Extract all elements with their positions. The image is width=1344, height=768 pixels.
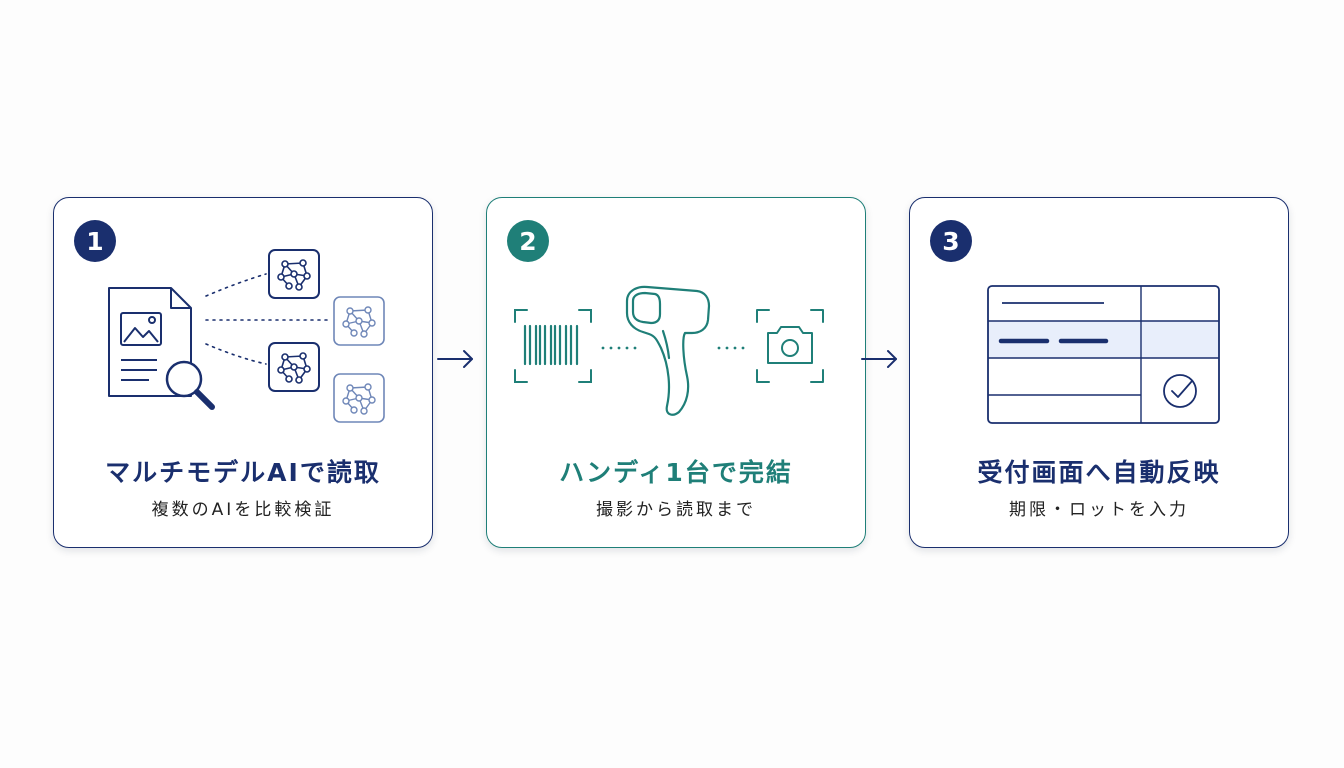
handheld-scan-illustration (514, 285, 824, 416)
step-number-badge: 3 (930, 220, 972, 262)
form-screen-icon (987, 285, 1220, 424)
step-subtitle: 期限・ロットを入力 (1009, 500, 1189, 520)
auto-fill-illustration (987, 285, 1220, 424)
document-image-icon (108, 287, 192, 397)
step-title: マルチモデルAIで読取 (105, 458, 381, 487)
arrow-right-icon (437, 350, 473, 368)
network-node-icon (268, 249, 320, 299)
step-number-badge: 1 (74, 220, 116, 262)
step-card-2: 2 (486, 197, 866, 548)
arrow-right-icon (861, 350, 897, 368)
network-node-icon (268, 342, 320, 392)
network-node-icon (333, 373, 385, 423)
step-subtitle: 複数のAIを比較検証 (151, 500, 335, 520)
check-circle-icon (1163, 374, 1197, 408)
camera-icon (756, 309, 824, 383)
handheld-scanner-icon (625, 285, 711, 416)
step-subtitle: 撮影から読取まで (596, 500, 756, 520)
ai-reading-illustration (108, 249, 385, 423)
magnifier-icon (165, 360, 215, 410)
barcode-icon (514, 309, 592, 383)
step-number-badge: 2 (507, 220, 549, 262)
step-title: ハンディ1台で完結 (559, 458, 793, 487)
step-title: 受付画面へ自動反映 (977, 458, 1221, 487)
network-node-icon (333, 296, 385, 346)
step-card-3: 3 受付画面へ自動反映 期限・ロットを入力 (909, 197, 1289, 548)
step-card-1: 1 (53, 197, 433, 548)
